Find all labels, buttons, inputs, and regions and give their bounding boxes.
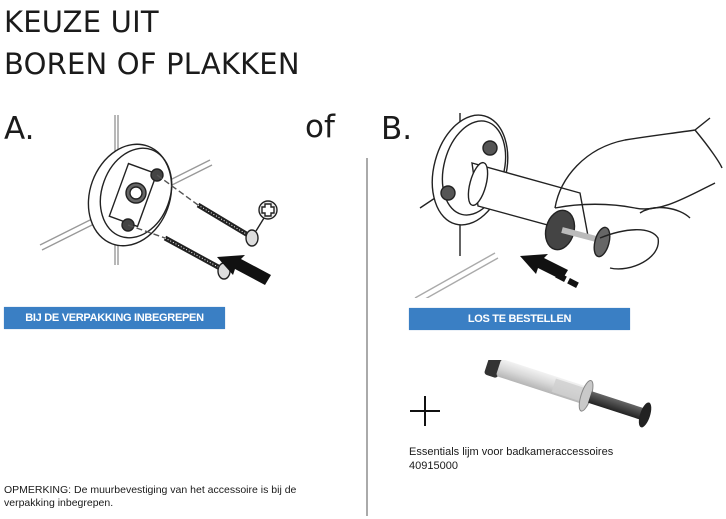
product-name: Essentials lijm voor badkameraccessoires: [409, 446, 614, 458]
order-separately-banner: LOS TE BESTELLEN: [409, 308, 630, 330]
included-in-package-banner: BIJ DE VERPAKKING INBEGREPEN: [4, 307, 225, 329]
option-b-letter: B.: [381, 111, 413, 147]
page-title-line-1: KEUZE UIT: [4, 5, 159, 39]
glue-syringe-image: [484, 360, 652, 428]
wall-mount-with-screws-illustration: [39, 115, 278, 285]
product-code: 40915000: [409, 460, 458, 472]
option-a-letter: A.: [4, 111, 35, 147]
footer-note: OPMERKING: De muurbevestiging van het ac…: [4, 484, 297, 509]
hand-gluing-mount-illustration: [414, 113, 723, 298]
or-separator-label: of: [305, 109, 335, 145]
page-title-line-2: BOREN OF PLAKKEN: [4, 47, 300, 81]
vertical-divider: [366, 158, 368, 516]
plus-icon: [410, 396, 440, 426]
